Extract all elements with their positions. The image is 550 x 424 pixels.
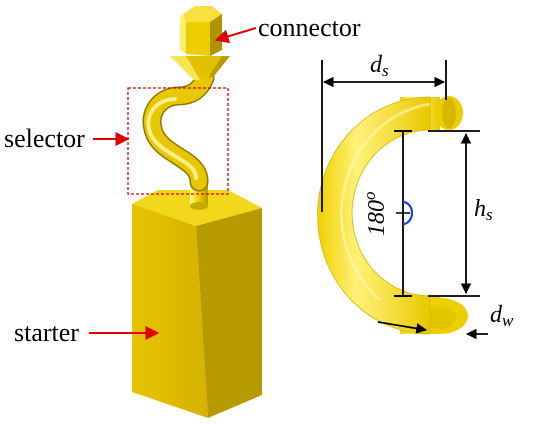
dw-arrow-left [377,321,428,334]
starter-block [132,190,262,418]
ds-label: ds [370,52,389,80]
specimen-model [127,6,262,418]
angle-label: 180o [360,192,390,237]
angle-arc [402,200,414,226]
selector-label: selector [4,124,85,153]
connector-prism [180,6,222,56]
connector-label: connector [258,13,361,42]
connector-arrow [214,27,257,44]
selector-geometry: ds 180o hs dw [317,52,514,340]
dw-label: dw [490,302,514,330]
hs-label: hs [474,196,493,224]
starter-label: starter [14,318,79,347]
selector-highlight-box [127,87,229,195]
